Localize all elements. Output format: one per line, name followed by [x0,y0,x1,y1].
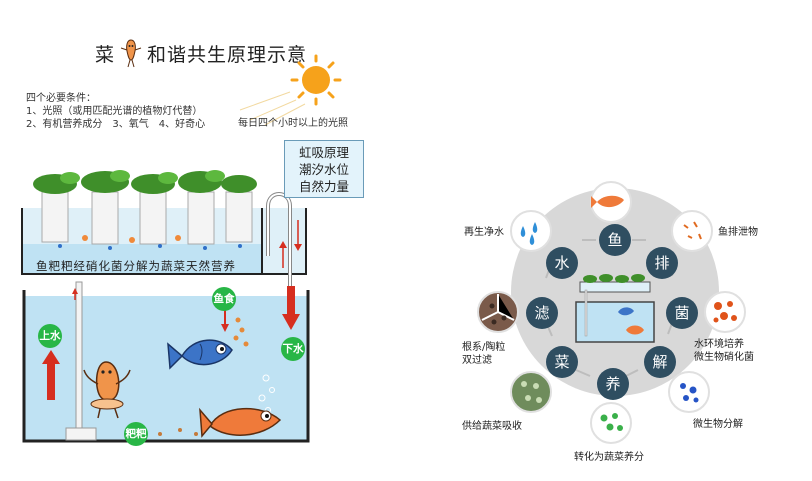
cycle-node-vegetable: 菜 [546,346,578,378]
siphon-line-2: 潮汐水位 [285,161,363,178]
bacteria-picture-icon [705,292,745,332]
label-vegetable: 供给蔬菜吸收 [462,420,522,433]
water-drops-picture-icon [511,211,551,251]
center-tank-illustration [576,274,654,342]
cycle-node-fish: 鱼 [599,224,631,256]
water-up-badge: 上水 [38,324,62,348]
cycle-diagram [440,170,812,481]
label-bacteria-1: 水环境培养 [694,338,744,351]
cycle-node-bacteria: 菌 [666,297,698,329]
fish-feed-badge: 鱼食 [212,287,236,311]
cycle-node-decompose: 解 [644,346,676,378]
sunlight-label: 每日四个小时以上的光照 [238,114,348,129]
nutrient-picture-icon [591,403,631,443]
system-illustration [0,0,420,481]
cycle-node-nourish: 养 [597,368,629,400]
siphon-line-3: 自然力量 [285,178,363,195]
fish-poop-badge: 粑粑 [124,422,148,446]
filter-media-picture-icon [478,292,518,332]
microbe-picture-icon [669,372,709,412]
water-down-badge: 下水 [281,337,305,361]
cycle-node-excrete: 排 [646,247,678,279]
label-bacteria-2: 微生物硝化菌 [694,351,754,364]
siphon-line-1: 虹吸原理 [285,144,363,161]
label-decompose: 微生物分解 [693,418,743,431]
siphon-principle-box: 虹吸原理 潮汐水位 自然力量 [284,140,364,198]
label-fish-excrement: 鱼排泄物 [718,226,758,239]
label-filter-2: 双过滤 [462,354,492,367]
vegetable-picture-icon [511,372,551,412]
upper-tank-caption: 鱼粑粑经硝化菌分解为蔬菜天然营养 [36,258,236,274]
label-nutrient: 转化为蔬菜养分 [574,451,644,464]
cycle-node-water: 水 [546,247,578,279]
label-water: 再生净水 [464,226,504,239]
cycle-node-filter: 滤 [526,297,558,329]
excrement-picture-icon [672,211,712,251]
label-filter-1: 根系/陶粒 [462,341,505,354]
fish-picture-icon [591,182,631,222]
